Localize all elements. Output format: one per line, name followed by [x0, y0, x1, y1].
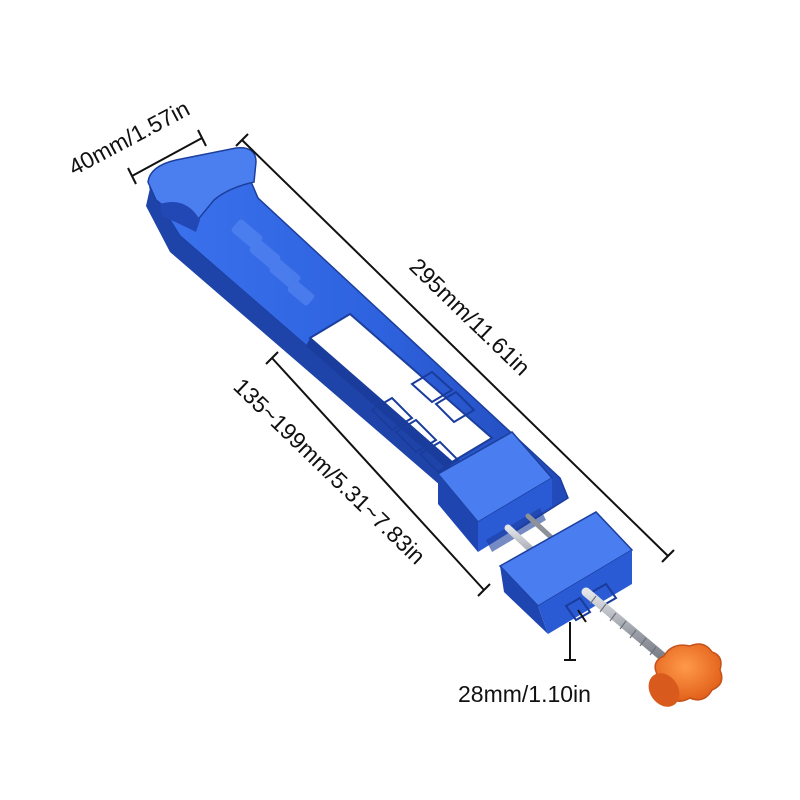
sliding-clamp-block — [436, 431, 554, 552]
threaded-screw — [581, 587, 681, 673]
top-lip-shadow — [160, 202, 200, 232]
orange-knob — [648, 643, 723, 707]
lattice-ribs — [370, 370, 476, 474]
sharpening-jig — [146, 147, 723, 707]
embossed-marking — [231, 219, 315, 306]
slot-inner-wall — [306, 338, 452, 470]
jaw-label: 28mm/1.10in — [458, 681, 591, 707]
dimension-jaw: 28mm/1.10in — [458, 609, 591, 707]
rail-side-face — [146, 188, 498, 530]
